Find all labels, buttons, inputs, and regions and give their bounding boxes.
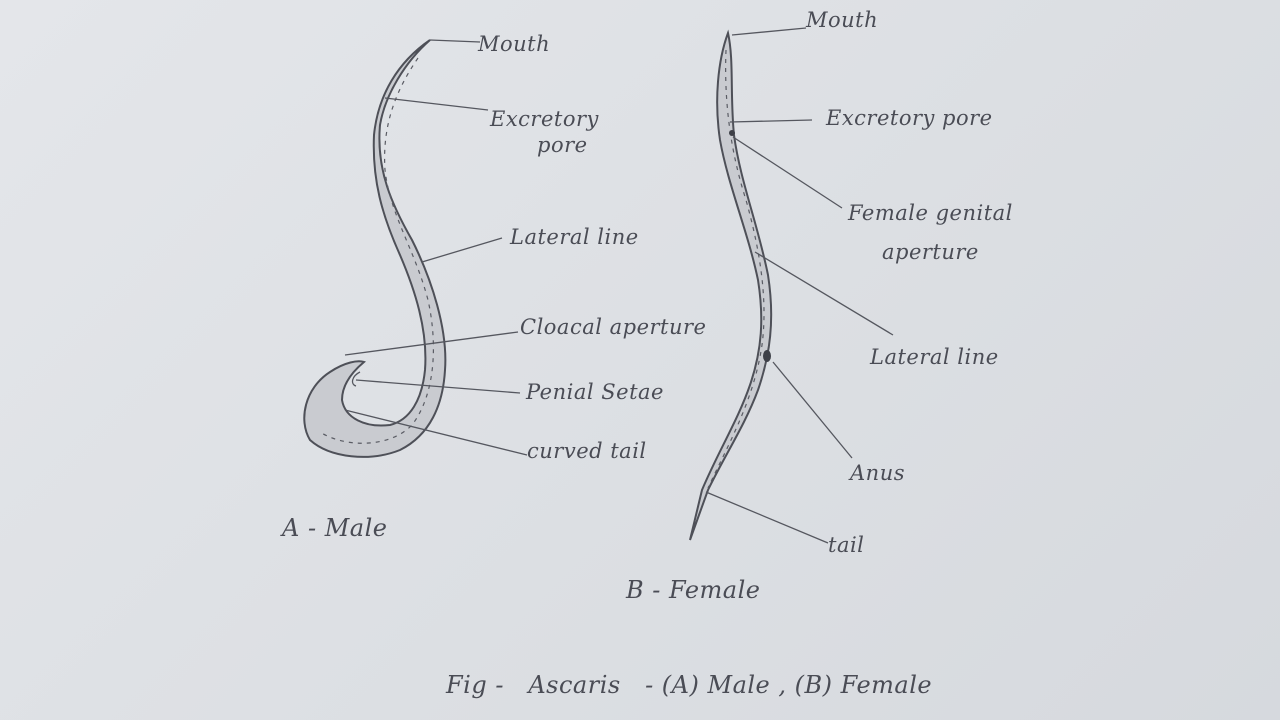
leader-female-genital (732, 136, 843, 209)
label-male-cloacal: Cloacal aperture (520, 315, 706, 339)
leader-male-penial (355, 379, 521, 394)
leader-male-cloacal (344, 331, 519, 356)
label-male-excretory-2: pore (537, 133, 588, 157)
label-female-anus: Anus (848, 461, 905, 485)
female-worm (689, 29, 773, 541)
leader-male-mouth (429, 39, 481, 43)
leader-female-mouth (731, 27, 807, 36)
label-female-genital-1: Female genital (847, 201, 1013, 225)
label-male-penial: Penial Setae (525, 380, 664, 404)
leader-female-excretory (729, 119, 813, 123)
male-leader-lines (344, 39, 528, 456)
label-male-mouth: Mouth (477, 32, 550, 56)
leader-male-lateral (421, 237, 503, 263)
label-female-mouth: Mouth (805, 8, 878, 32)
label-female-lateral-line: Lateral line (869, 345, 999, 369)
leader-male-tail (344, 409, 528, 456)
caption-male: A - Male (280, 514, 387, 542)
male-worm-body (303, 39, 447, 458)
female-genital-dot (729, 130, 735, 136)
female-lateral-line-dash (707, 49, 765, 489)
leader-female-anus (772, 361, 853, 459)
male-worm (303, 39, 447, 458)
leader-female-lateral (754, 251, 894, 336)
label-male-tail: curved tail (527, 439, 647, 463)
label-male-lateral-line: Lateral line (509, 225, 639, 249)
female-worm-body (689, 29, 773, 541)
label-female-tail: tail (828, 533, 864, 557)
label-female-excretory: Excretory pore (825, 106, 993, 130)
male-penial-setae-mark (351, 371, 361, 387)
caption-female: B - Female (625, 576, 761, 604)
figure-title: Fig - Ascaris - (A) Male , (B) Female (445, 671, 932, 699)
label-male-excretory-1: Excretory (489, 107, 600, 131)
leader-male-excretory (384, 97, 489, 111)
female-anus-dot (763, 350, 771, 362)
leader-female-tail (705, 491, 829, 544)
label-female-genital-2: aperture (882, 240, 979, 264)
female-leader-lines (705, 27, 894, 544)
